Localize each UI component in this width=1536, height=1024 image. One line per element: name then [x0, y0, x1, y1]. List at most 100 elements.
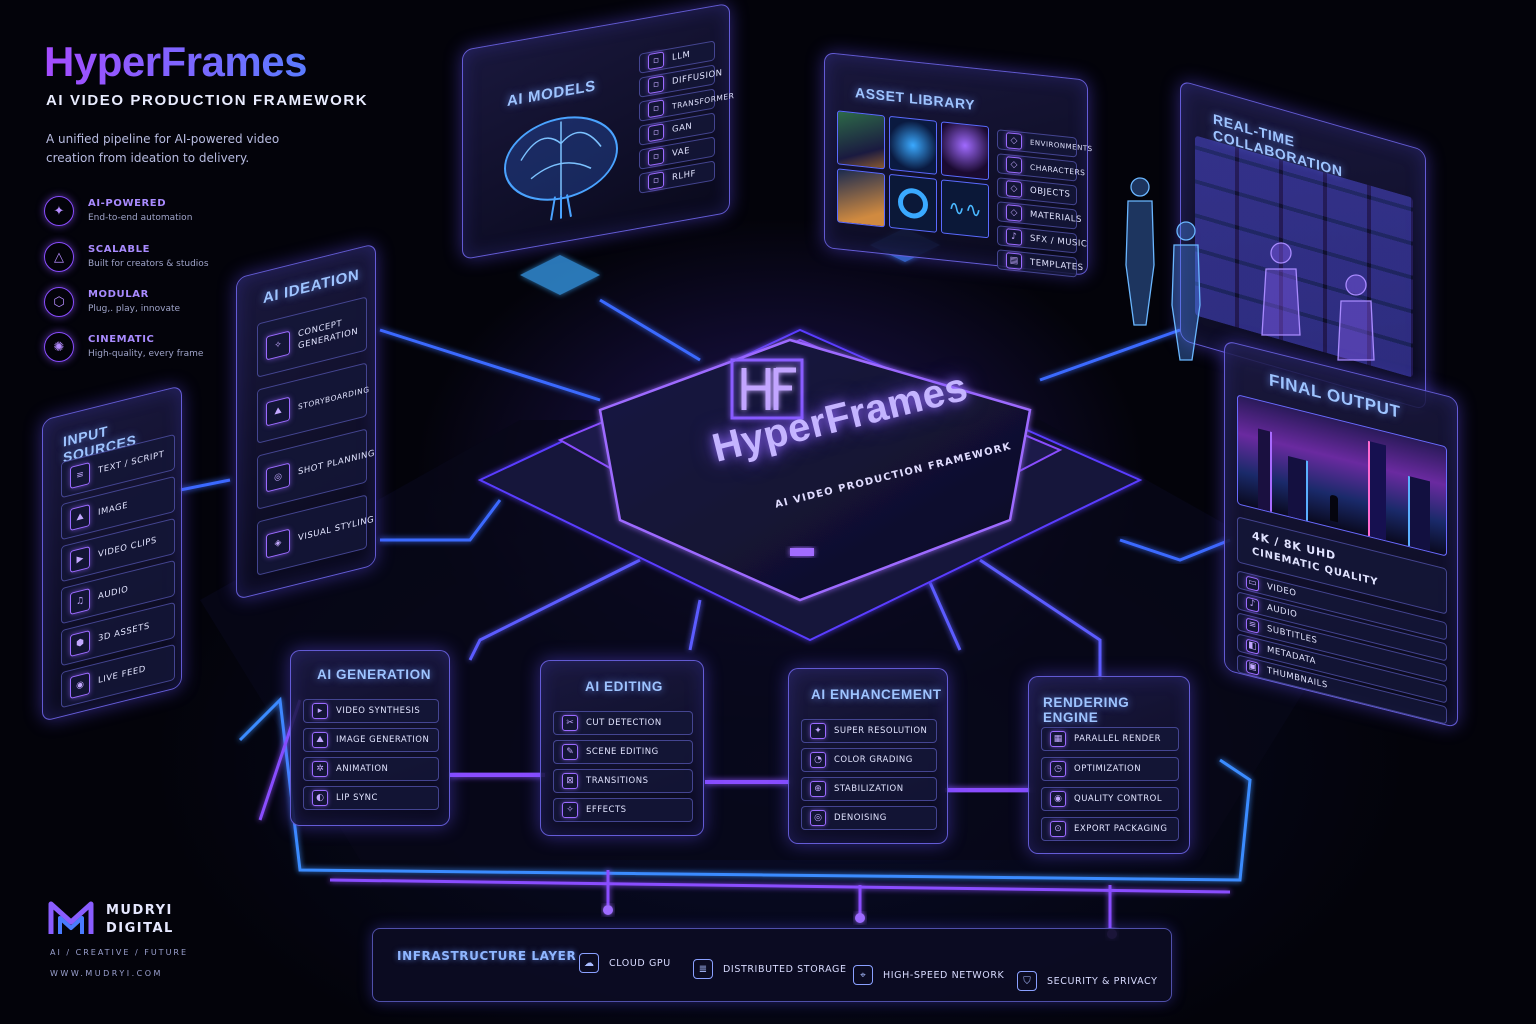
module-ai-enhancement: AI ENHANCEMENT ✦SUPER RESOLUTION ◔COLOR …: [788, 668, 948, 844]
asset-item: ◇CHARACTERS: [997, 153, 1085, 182]
cube-icon: ⬢: [70, 630, 90, 658]
edit-icon: ✎: [562, 744, 578, 760]
asset-item: ◇ENVIRONMENTS: [997, 129, 1093, 158]
lightbulb-icon: ✧: [266, 330, 290, 361]
brand-title: HyperFrames: [44, 38, 307, 85]
mudryi-logo-icon: [48, 901, 94, 934]
vertical-drops: [606, 870, 1112, 930]
object-thumbnail: [941, 121, 989, 181]
user-icon: ◇: [1006, 156, 1022, 174]
module-item: ◷OPTIMIZATION: [1041, 757, 1179, 781]
chip-top: [598, 338, 1032, 602]
final-output-panel: FINAL OUTPUT 4K / 8K UHD CINEMATIC QUALI…: [1224, 340, 1458, 729]
animation-icon: ✲: [312, 761, 328, 777]
ai-models-panel: AI MODELS ▫LLM ▫DIFFUSION ▫TRANSFORMER ▫…: [462, 2, 734, 261]
waveform-icon: ∿∿: [948, 195, 982, 223]
feature-cinematic: ✺ CINEMATIC High-quality, every frame: [44, 332, 264, 366]
effects-icon: ✧: [562, 802, 578, 818]
asset-library-panel: ASSET LIBRARY ∿∿ ◇ENVIRONMENTS ◇CHARACTE…: [824, 52, 1093, 278]
module-item: ✂CUT DETECTION: [553, 711, 693, 735]
chip-icon: ▫: [648, 123, 664, 143]
brand-subtitle: AI VIDEO PRODUCTION FRAMEWORK: [46, 92, 369, 109]
material-thumbnail: [837, 168, 885, 228]
optimize-icon: ◷: [1050, 761, 1066, 777]
module-item: ◐LIP SYNC: [303, 786, 439, 810]
figure-silhouette: [1330, 494, 1338, 523]
chip-icon: ▫: [648, 99, 664, 119]
document-icon: ≡: [70, 462, 90, 490]
feature-ai-powered: ✦ AI-POWERED End-to-end automation: [44, 196, 264, 230]
stabilize-icon: ⊕: [810, 781, 826, 797]
module-item: ◔COLOR GRADING: [801, 748, 937, 772]
feature-scalable: △ SCALABLE Built for creators & studios: [44, 242, 264, 276]
color-icon: ◔: [810, 752, 826, 768]
mountain-icon: ◇: [1006, 132, 1022, 150]
hf-logo-icon: [730, 358, 804, 420]
module-ai-editing: AI EDITING ✂CUT DETECTION ✎SCENE EDITING…: [540, 660, 704, 836]
module-icon: ⬡: [44, 287, 74, 317]
ideation-item-visual-styling: ◈VISUAL STYLING: [257, 494, 374, 576]
company-url: WWW.MUDRYI.COM: [50, 969, 163, 978]
target-thumbnail: [889, 173, 937, 233]
character-thumbnail: [889, 115, 937, 175]
image-icon: ⛰: [312, 732, 328, 748]
infra-item-network: ⌖HIGH-SPEED NETWORK: [853, 965, 1004, 985]
palette-icon: ◈: [266, 528, 290, 559]
bottom-loop-blue: [238, 696, 1252, 882]
input-sources-panel: INPUT SOURCES ≡TEXT / SCRIPT ⛰IMAGE ▶VID…: [42, 385, 182, 722]
video-icon: ▸: [312, 703, 328, 719]
module-item: ⊠TRANSITIONS: [553, 769, 693, 793]
environment-thumbnail: [837, 110, 885, 170]
infra-item-cloud-gpu: ☁CLOUD GPU: [579, 953, 671, 973]
image-icon: ⛰: [70, 504, 90, 532]
layers-icon: ◇: [1006, 204, 1022, 222]
target-icon: ◎: [266, 462, 290, 493]
audio-wave-thumbnail: ∿∿: [941, 179, 989, 239]
transition-icon: ⊠: [562, 773, 578, 789]
resolution-icon: ✦: [810, 723, 826, 739]
chip-icon: ▫: [648, 171, 664, 191]
storage-icon: ≣: [693, 959, 713, 979]
video-icon: ▭: [1246, 574, 1259, 592]
ai-network-icon: ✦: [44, 196, 74, 226]
metadata-icon: ◧: [1246, 637, 1259, 655]
storyboard-icon: ⛰: [266, 396, 290, 427]
company-tagline: AI / CREATIVE / FUTURE: [50, 948, 189, 957]
cloud-icon: ☁: [579, 953, 599, 973]
chip-icon: ▫: [648, 75, 664, 95]
module-item: ⊙EXPORT PACKAGING: [1041, 817, 1179, 841]
scissors-icon: ✂: [562, 715, 578, 731]
infrastructure-layer: INFRASTRUCTURE LAYER ☁CLOUD GPU ≣DISTRIB…: [372, 928, 1172, 1002]
subtitles-icon: ≡: [1246, 616, 1259, 634]
module-item: ✲ANIMATION: [303, 757, 439, 781]
module-item: ⛰IMAGE GENERATION: [303, 728, 439, 752]
shield-icon: ⛉: [1017, 971, 1037, 991]
template-icon: ▤: [1006, 252, 1022, 270]
asset-item: ♪SFX / MUSIC: [997, 225, 1087, 254]
infra-item-storage: ≣DISTRIBUTED STORAGE: [693, 959, 847, 979]
box-icon: ◇: [1006, 180, 1022, 198]
module-item: ⊕STABILIZATION: [801, 777, 937, 801]
export-icon: ⊙: [1050, 821, 1066, 837]
brand-description: A unified pipeline for AI-powered video …: [46, 132, 280, 165]
quality-icon: ◉: [1050, 791, 1066, 807]
asset-item: ◇OBJECTS: [997, 177, 1077, 206]
denoise-icon: ◎: [810, 810, 826, 826]
audio-icon: ♪: [1246, 595, 1259, 613]
camera-icon: ◉: [70, 672, 90, 700]
play-icon: ▶: [70, 546, 90, 574]
aperture-icon: [898, 186, 928, 220]
lips-icon: ◐: [312, 790, 328, 806]
music-icon: ♫: [70, 588, 90, 616]
network-icon: ⌖: [853, 965, 873, 985]
music-icon: ♪: [1006, 228, 1022, 246]
render-icon: ▦: [1050, 731, 1066, 747]
module-item: ◎DENOISING: [801, 806, 937, 830]
feature-modular: ⬡ MODULAR Plug,. play, innovate: [44, 287, 264, 321]
module-item: ▸VIDEO SYNTHESIS: [303, 699, 439, 723]
chip-icon: ▫: [648, 51, 664, 71]
